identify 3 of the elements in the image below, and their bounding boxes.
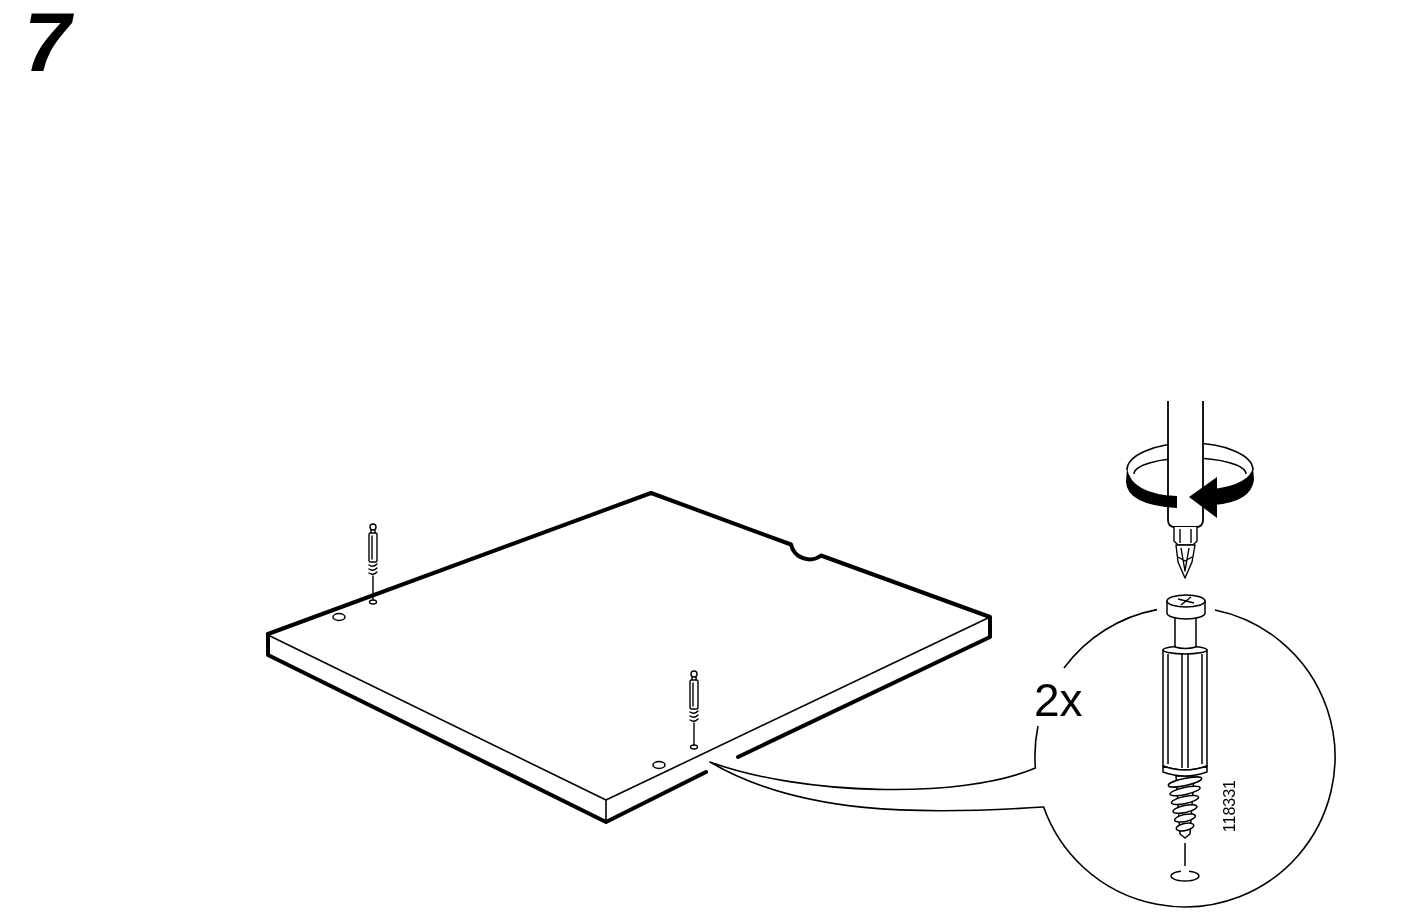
quantity-label: 2x: [1034, 677, 1083, 723]
callout-leader-line: [709, 761, 1045, 812]
part-number: 118331: [1222, 780, 1238, 833]
